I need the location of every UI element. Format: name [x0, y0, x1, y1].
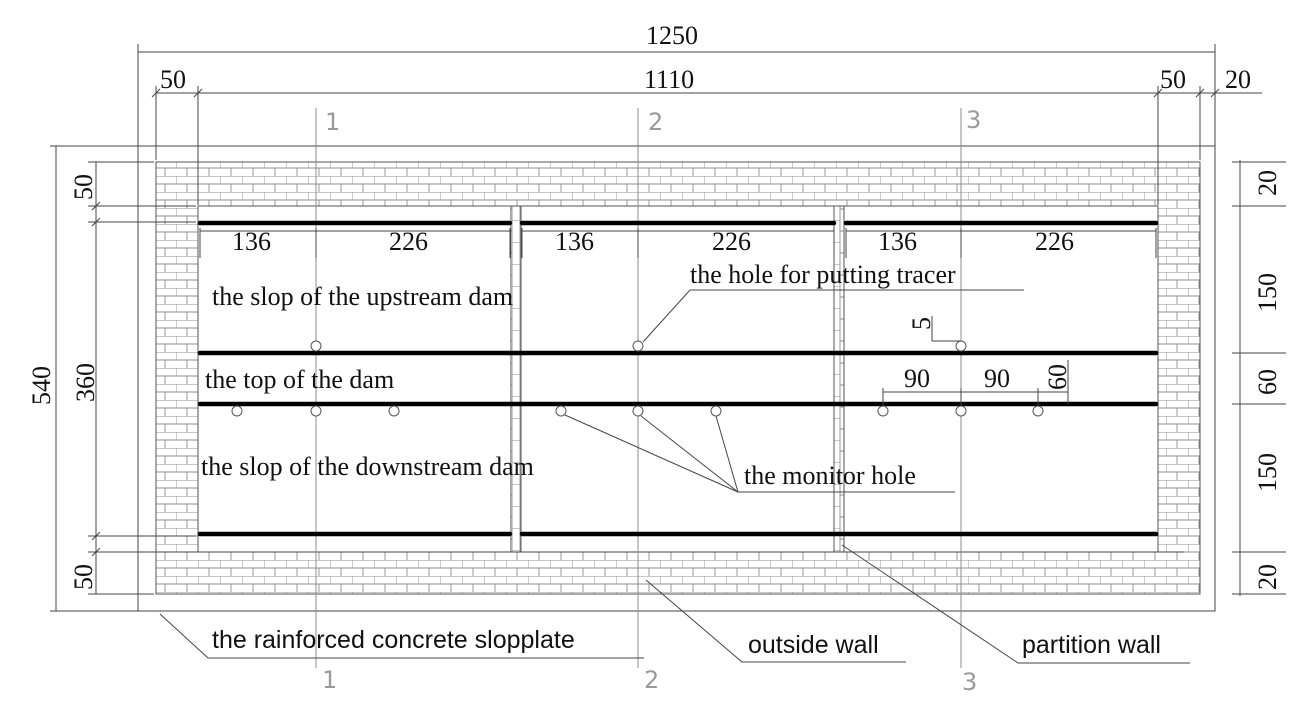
segment-2a: 136 [555, 227, 594, 256]
segment-3a: 136 [878, 227, 917, 256]
hole-spacing-lines [882, 316, 1069, 405]
dim-left-bottom: 50 [69, 564, 98, 590]
dim-right-bottom: 20 [1253, 564, 1282, 590]
label-partition-wall: partition wall [1022, 631, 1161, 659]
leader-monitor-hole [564, 414, 955, 493]
dim-right-top-of-dam: 60 [1253, 369, 1282, 395]
axis-label-3-bottom: 3 [962, 668, 977, 696]
leader-outside-wall [645, 579, 906, 663]
top-dimension-lines [137, 44, 1262, 205]
tracer-hole-2 [632, 340, 644, 352]
label-tracer-hole: the hole for putting tracer [690, 260, 956, 289]
label-top-of-dam: the top of the dam [205, 365, 394, 394]
dim-hole-spacing-1: 90 [904, 364, 930, 393]
label-monitor-hole: the monitor hole [744, 461, 916, 490]
axis-label-2-bottom: 2 [644, 666, 659, 694]
segment-1b: 226 [389, 227, 428, 256]
dim-right-top: 20 [1253, 170, 1282, 196]
monitor-holes [231, 405, 1044, 417]
axis-label-1-bottom: 1 [322, 666, 337, 694]
dim-overall-height: 540 [27, 366, 56, 405]
tracer-hole-3 [955, 340, 967, 352]
axis-label-2-top: 2 [648, 108, 663, 136]
dim-hole-spacing-2: 90 [984, 364, 1010, 393]
partition-wall-left [510, 205, 522, 553]
outer-boundary [137, 145, 1216, 612]
dim-inner-width: 1110 [644, 65, 694, 94]
left-dimension-lines [50, 145, 196, 612]
partition-wall-right [833, 205, 845, 553]
dim-left-top: 50 [69, 174, 98, 200]
dim-right-upstream: 150 [1253, 273, 1282, 312]
segment-1a: 136 [232, 227, 271, 256]
label-downstream-slope: the slop of the downstream dam [201, 452, 534, 481]
label-upstream-slope: the slop of the upstream dam [212, 282, 513, 311]
right-dimension-lines [1232, 160, 1286, 596]
label-outside-wall: outside wall [748, 631, 879, 659]
axis-label-1-top: 1 [325, 108, 340, 136]
dim-right-wall: 50 [1160, 65, 1186, 94]
dim-hole-drop: 60 [1043, 364, 1072, 390]
leader-slopplate [159, 613, 644, 659]
segment-2b: 226 [712, 227, 751, 256]
dim-right-outer: 20 [1225, 65, 1251, 94]
dim-left-wall: 50 [160, 65, 186, 94]
dim-overall-width: 1250 [646, 21, 698, 50]
tracer-hole-1 [310, 340, 322, 352]
dim-hole-offset: 5 [907, 317, 936, 330]
leader-tracer-hole [642, 289, 1024, 343]
axis-label-3-top: 3 [966, 106, 981, 134]
dim-right-downstream: 150 [1253, 453, 1282, 492]
dim-inner-height: 360 [71, 363, 100, 402]
label-slopplate: the rainforced concrete slopplate [212, 626, 575, 654]
segment-ticks [199, 228, 1157, 258]
leader-partition-wall [841, 544, 1190, 664]
segment-3b: 226 [1035, 227, 1074, 256]
